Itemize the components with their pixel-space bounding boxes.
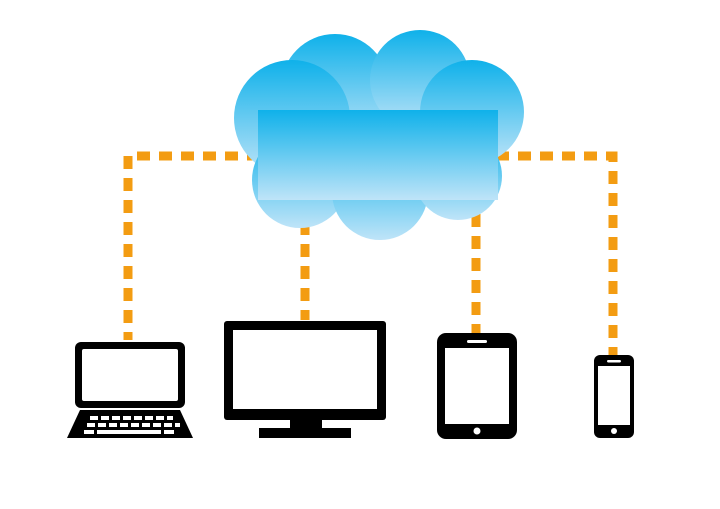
- connector-lines: [123, 151, 618, 355]
- cloud-icon: [234, 30, 524, 240]
- laptop-keyboard: [84, 416, 180, 434]
- connector-smartphone: [496, 151, 618, 355]
- monitor-icon: [224, 321, 386, 438]
- connector-laptop: [123, 151, 260, 340]
- laptop-icon: [67, 342, 193, 438]
- tablet-icon: [437, 333, 517, 439]
- smartphone-icon: [594, 355, 634, 438]
